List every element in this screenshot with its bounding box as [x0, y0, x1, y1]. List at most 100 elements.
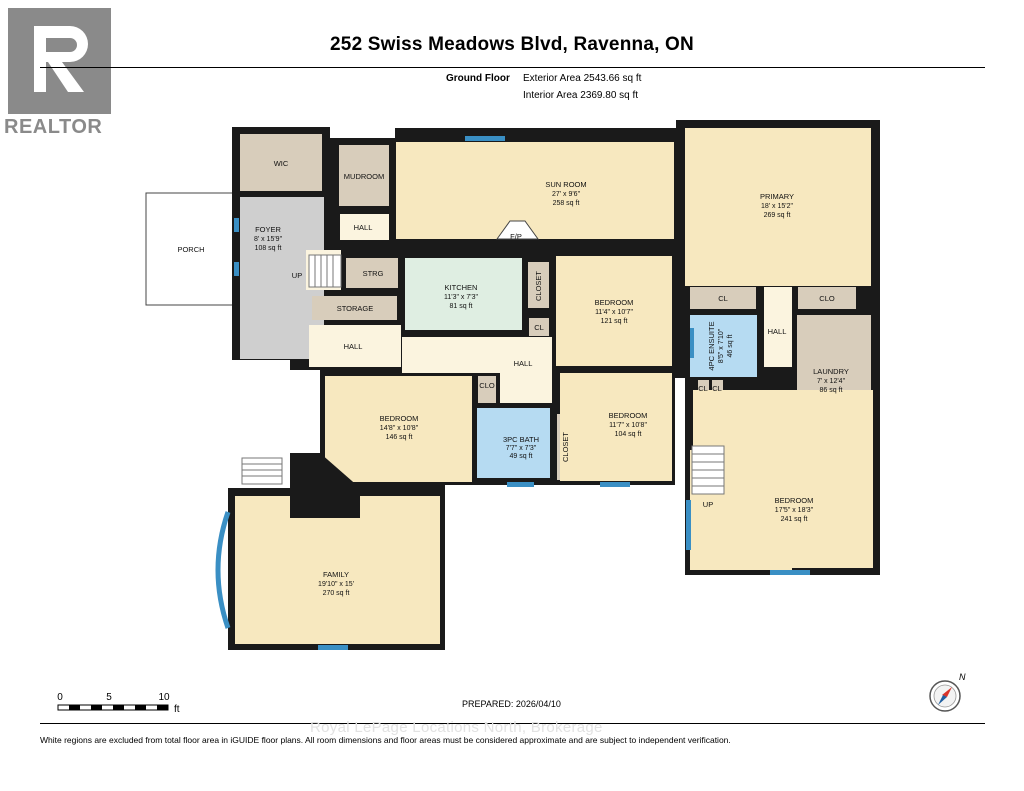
primary-dims: 18' x 15'2" — [761, 203, 794, 210]
family-dims: 19'10" x 15' — [318, 581, 354, 588]
hall-top-label: HALL — [354, 223, 373, 232]
bath-area: 49 sq ft — [510, 453, 533, 460]
exterior-area: Exterior Area 2543.66 sq ft — [523, 73, 642, 84]
bedroom-left-dims: 14'8" x 10'8" — [380, 425, 419, 432]
hall-right-label: HALL — [768, 327, 787, 336]
bedroom-center-label: BEDROOM — [609, 411, 648, 420]
ensuite-area: 46 sq ft — [727, 334, 734, 357]
bedroom-mid-label: BEDROOM — [595, 298, 634, 307]
storage-room — [312, 296, 397, 320]
bedroom-left-room — [325, 376, 472, 482]
hall-top-room — [340, 214, 389, 240]
kitchen-label: KITCHEN — [445, 283, 478, 292]
cl-a-room — [698, 380, 709, 395]
closet-kitchen-room — [528, 262, 549, 308]
storage-label: STORAGE — [337, 304, 374, 313]
bath-label: 3PC BATH — [503, 435, 539, 444]
prepared-date: PREPARED: 2026/04/10 — [462, 699, 561, 709]
closet-bath-label: CLOSET — [561, 432, 570, 462]
clo-left-room — [478, 376, 496, 403]
laundry-area: 86 sq ft — [820, 387, 843, 394]
realtor-text: REALTOR — [4, 116, 103, 138]
wic-label: WIC — [274, 159, 289, 168]
foyer-area: 108 sq ft — [255, 245, 282, 252]
sunroom-label: SUN ROOM — [545, 180, 586, 189]
cl-primary-room — [690, 287, 756, 309]
hall-center-label: HALL — [514, 359, 533, 368]
family-room — [235, 496, 440, 644]
scale-label-5: 5 — [106, 692, 112, 703]
clo-primary-label: CLO — [819, 294, 835, 303]
windows — [234, 136, 810, 650]
sunroom-room — [396, 142, 674, 239]
mudroom-label: MUDROOM — [344, 172, 384, 181]
strg-room — [346, 258, 398, 288]
kitchen-area: 81 sq ft — [450, 303, 473, 310]
bedroom-center-area: 104 sq ft — [615, 431, 642, 438]
primary-room — [685, 128, 871, 286]
closet-kitchen-label: CLOSET — [534, 271, 543, 301]
wic-room — [240, 134, 322, 191]
sunroom-area: 258 sq ft — [553, 200, 580, 207]
primary-label: PRIMARY — [760, 192, 794, 201]
kitchen-dims: 11'3" x 7'3" — [444, 294, 478, 301]
porch-area — [145, 192, 236, 306]
porch-label: PORCH — [177, 245, 204, 254]
title-divider — [40, 67, 985, 68]
bath-dims: 7'7" x 7'3" — [506, 445, 537, 452]
ensuite-room — [690, 315, 757, 377]
bath-room — [477, 408, 550, 478]
brokerage-watermark: Royal LePage Locations North, Brokerage — [310, 719, 603, 736]
scale-bar: 0 5 10 ft — [57, 692, 180, 715]
compass-icon: N — [929, 672, 966, 712]
bedroom-left-area: 146 sq ft — [386, 434, 413, 441]
mudroom-room — [339, 145, 389, 206]
ensuite-dims: 8'5" x 7'10" — [718, 328, 725, 363]
hall-right-room — [764, 287, 792, 367]
sunroom-fireplace — [496, 220, 539, 240]
up-foyer-label: UP — [292, 271, 302, 280]
cl-small-label: CL — [534, 323, 544, 332]
cl-b-label: CL — [712, 384, 722, 393]
floor-label: Ground Floor — [446, 73, 510, 84]
footer-divider — [40, 723, 985, 724]
cl-primary-label: CL — [718, 294, 728, 303]
foyer-dims: 8' x 15'9" — [254, 236, 283, 243]
clo-left-label: CLO — [479, 381, 495, 390]
bedroom-mid-dims: 11'4" x 10'7" — [595, 309, 633, 316]
primary-area: 269 sq ft — [764, 212, 791, 219]
fp-label: F/P — [510, 232, 522, 241]
up-bedroom-label: UP — [703, 500, 713, 509]
fireplace-block — [290, 453, 360, 518]
family-area: 270 sq ft — [323, 590, 350, 597]
cl-b-room — [712, 380, 723, 395]
cl-a-label: CL — [698, 384, 708, 393]
family-label: FAMILY — [323, 570, 349, 579]
hall-center-room — [402, 337, 552, 373]
foyer-label: FOYER — [255, 225, 281, 234]
bedroom-mid-room — [556, 256, 672, 366]
stairs-foyer — [308, 254, 342, 288]
sunroom-dims: 27' x 9'6" — [552, 191, 581, 198]
bedroom-right-dims: 17'5" x 18'3" — [775, 507, 814, 514]
family-bay-window — [215, 511, 231, 629]
bedroom-mid-area: 121 sq ft — [601, 318, 628, 325]
stairs-exterior — [241, 457, 283, 485]
scale-unit: ft — [174, 704, 180, 715]
kitchen-room — [405, 258, 522, 330]
interior-area: Interior Area 2369.80 sq ft — [523, 90, 639, 101]
hall-left-label: HALL — [344, 342, 363, 351]
bedroom-right-label: BEDROOM — [775, 496, 814, 505]
stairs-bedroom — [691, 445, 725, 495]
compass-north-label: N — [959, 672, 966, 682]
cl-small-room — [529, 318, 549, 336]
bedroom-left-label: BEDROOM — [380, 414, 419, 423]
laundry-label: LAUNDRY — [813, 367, 849, 376]
bedroom-center-dims: 11'7" x 10'8" — [609, 422, 647, 429]
page-title: 252 Swiss Meadows Blvd, Ravenna, ON — [330, 34, 694, 55]
clo-primary-room — [798, 287, 856, 309]
scale-label-10: 10 — [158, 692, 170, 703]
scale-label-0: 0 — [57, 692, 63, 703]
hall-center-lower — [500, 370, 552, 403]
